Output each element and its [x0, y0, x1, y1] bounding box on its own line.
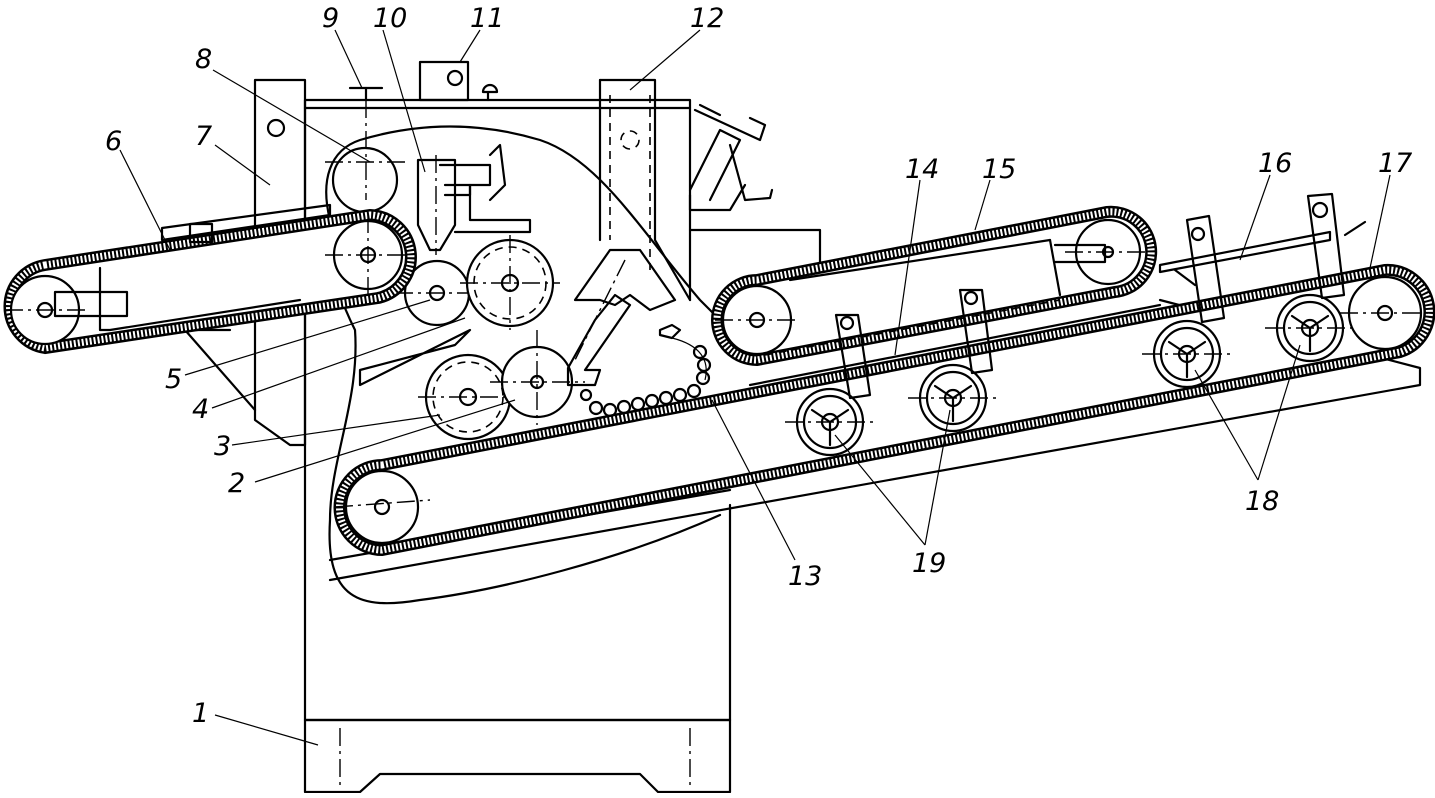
right-upright — [598, 78, 692, 302]
sheeting-rollers — [395, 235, 560, 330]
callout-18: 18 — [1245, 486, 1279, 517]
handwheel-assembly — [688, 103, 774, 202]
callout-12: 12 — [690, 3, 724, 34]
callout-19: 19 — [912, 548, 946, 579]
cutter-roller-a — [785, 313, 875, 457]
machine-base — [303, 718, 732, 794]
callout-15: 15 — [982, 154, 1016, 185]
callout-16: 16 — [1258, 148, 1292, 179]
callouts: 1 2 3 4 5 6 7 8 9 10 11 12 13 14 15 16 1… — [105, 3, 1412, 729]
dusting-roller — [325, 146, 405, 214]
infeed-conveyor — [3, 203, 417, 355]
callout-14: 14 — [905, 154, 939, 185]
callout-4: 4 — [192, 394, 209, 425]
dough-hopper — [416, 143, 532, 255]
cutter-roller-b — [908, 288, 998, 433]
callout-5: 5 — [165, 364, 182, 395]
callout-6: 6 — [105, 126, 122, 157]
cutter-roller-d — [1265, 192, 1355, 363]
callout-3: 3 — [214, 431, 231, 462]
callout-9: 9 — [322, 3, 339, 34]
cutter-roller-c — [1142, 214, 1232, 389]
callout-8: 8 — [195, 44, 212, 75]
callout-1: 1 — [192, 698, 209, 729]
upper-conveyor — [711, 205, 1162, 387]
ball-chain — [579, 323, 712, 418]
guide-bar — [1158, 220, 1367, 287]
callout-7: 7 — [195, 121, 212, 152]
callout-10: 10 — [373, 3, 407, 34]
lower-rollers — [358, 328, 585, 441]
callout-11: 11 — [470, 3, 504, 34]
leader-lines — [119, 29, 1391, 746]
callout-2: 2 — [228, 468, 245, 499]
dough-guide — [566, 248, 677, 387]
top-fixtures — [348, 60, 499, 200]
callout-17: 17 — [1378, 148, 1412, 179]
callout-13: 13 — [788, 561, 822, 592]
